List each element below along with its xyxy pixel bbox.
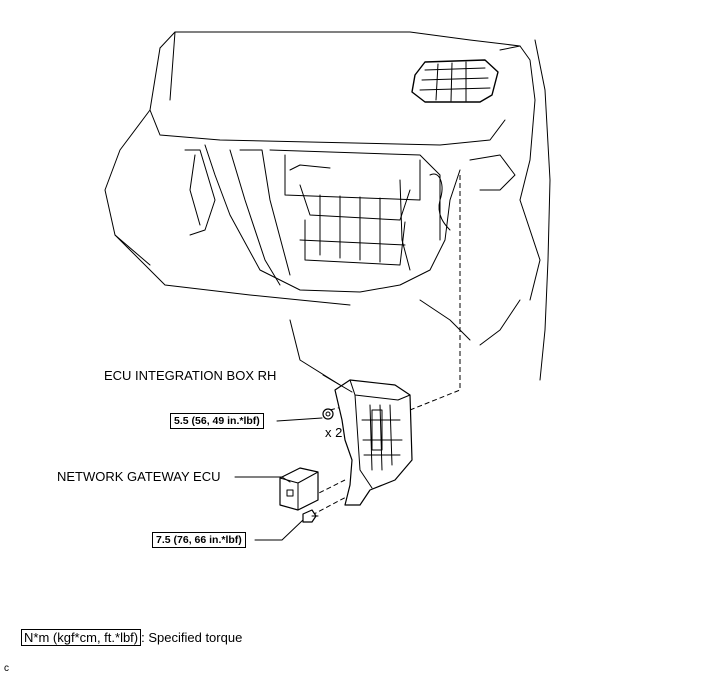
corner-mark: c bbox=[4, 663, 9, 674]
network-gateway-ecu bbox=[279, 467, 319, 511]
ecu-integration-box-label: ECU INTEGRATION BOX RH bbox=[104, 368, 277, 383]
torque-label-bottom: 7.5 (76, 66 in.*lbf) bbox=[152, 532, 246, 548]
torque-legend: N*m (kgf*cm, ft.*lbf): Specified torque bbox=[21, 629, 243, 646]
legend-text: : Specified torque bbox=[141, 630, 243, 645]
torque-label-top: 5.5 (56, 49 in.*lbf) bbox=[170, 413, 264, 429]
dashboard-outline bbox=[104, 31, 551, 386]
nut-icon bbox=[322, 408, 334, 420]
network-gateway-ecu-label: NETWORK GATEWAY ECU bbox=[57, 469, 221, 484]
quantity-label: x 2 bbox=[325, 425, 343, 440]
leader-lines bbox=[234, 374, 353, 541]
ecu-integration-box bbox=[334, 379, 413, 506]
legend-unit-box: N*m (kgf*cm, ft.*lbf) bbox=[21, 629, 142, 646]
